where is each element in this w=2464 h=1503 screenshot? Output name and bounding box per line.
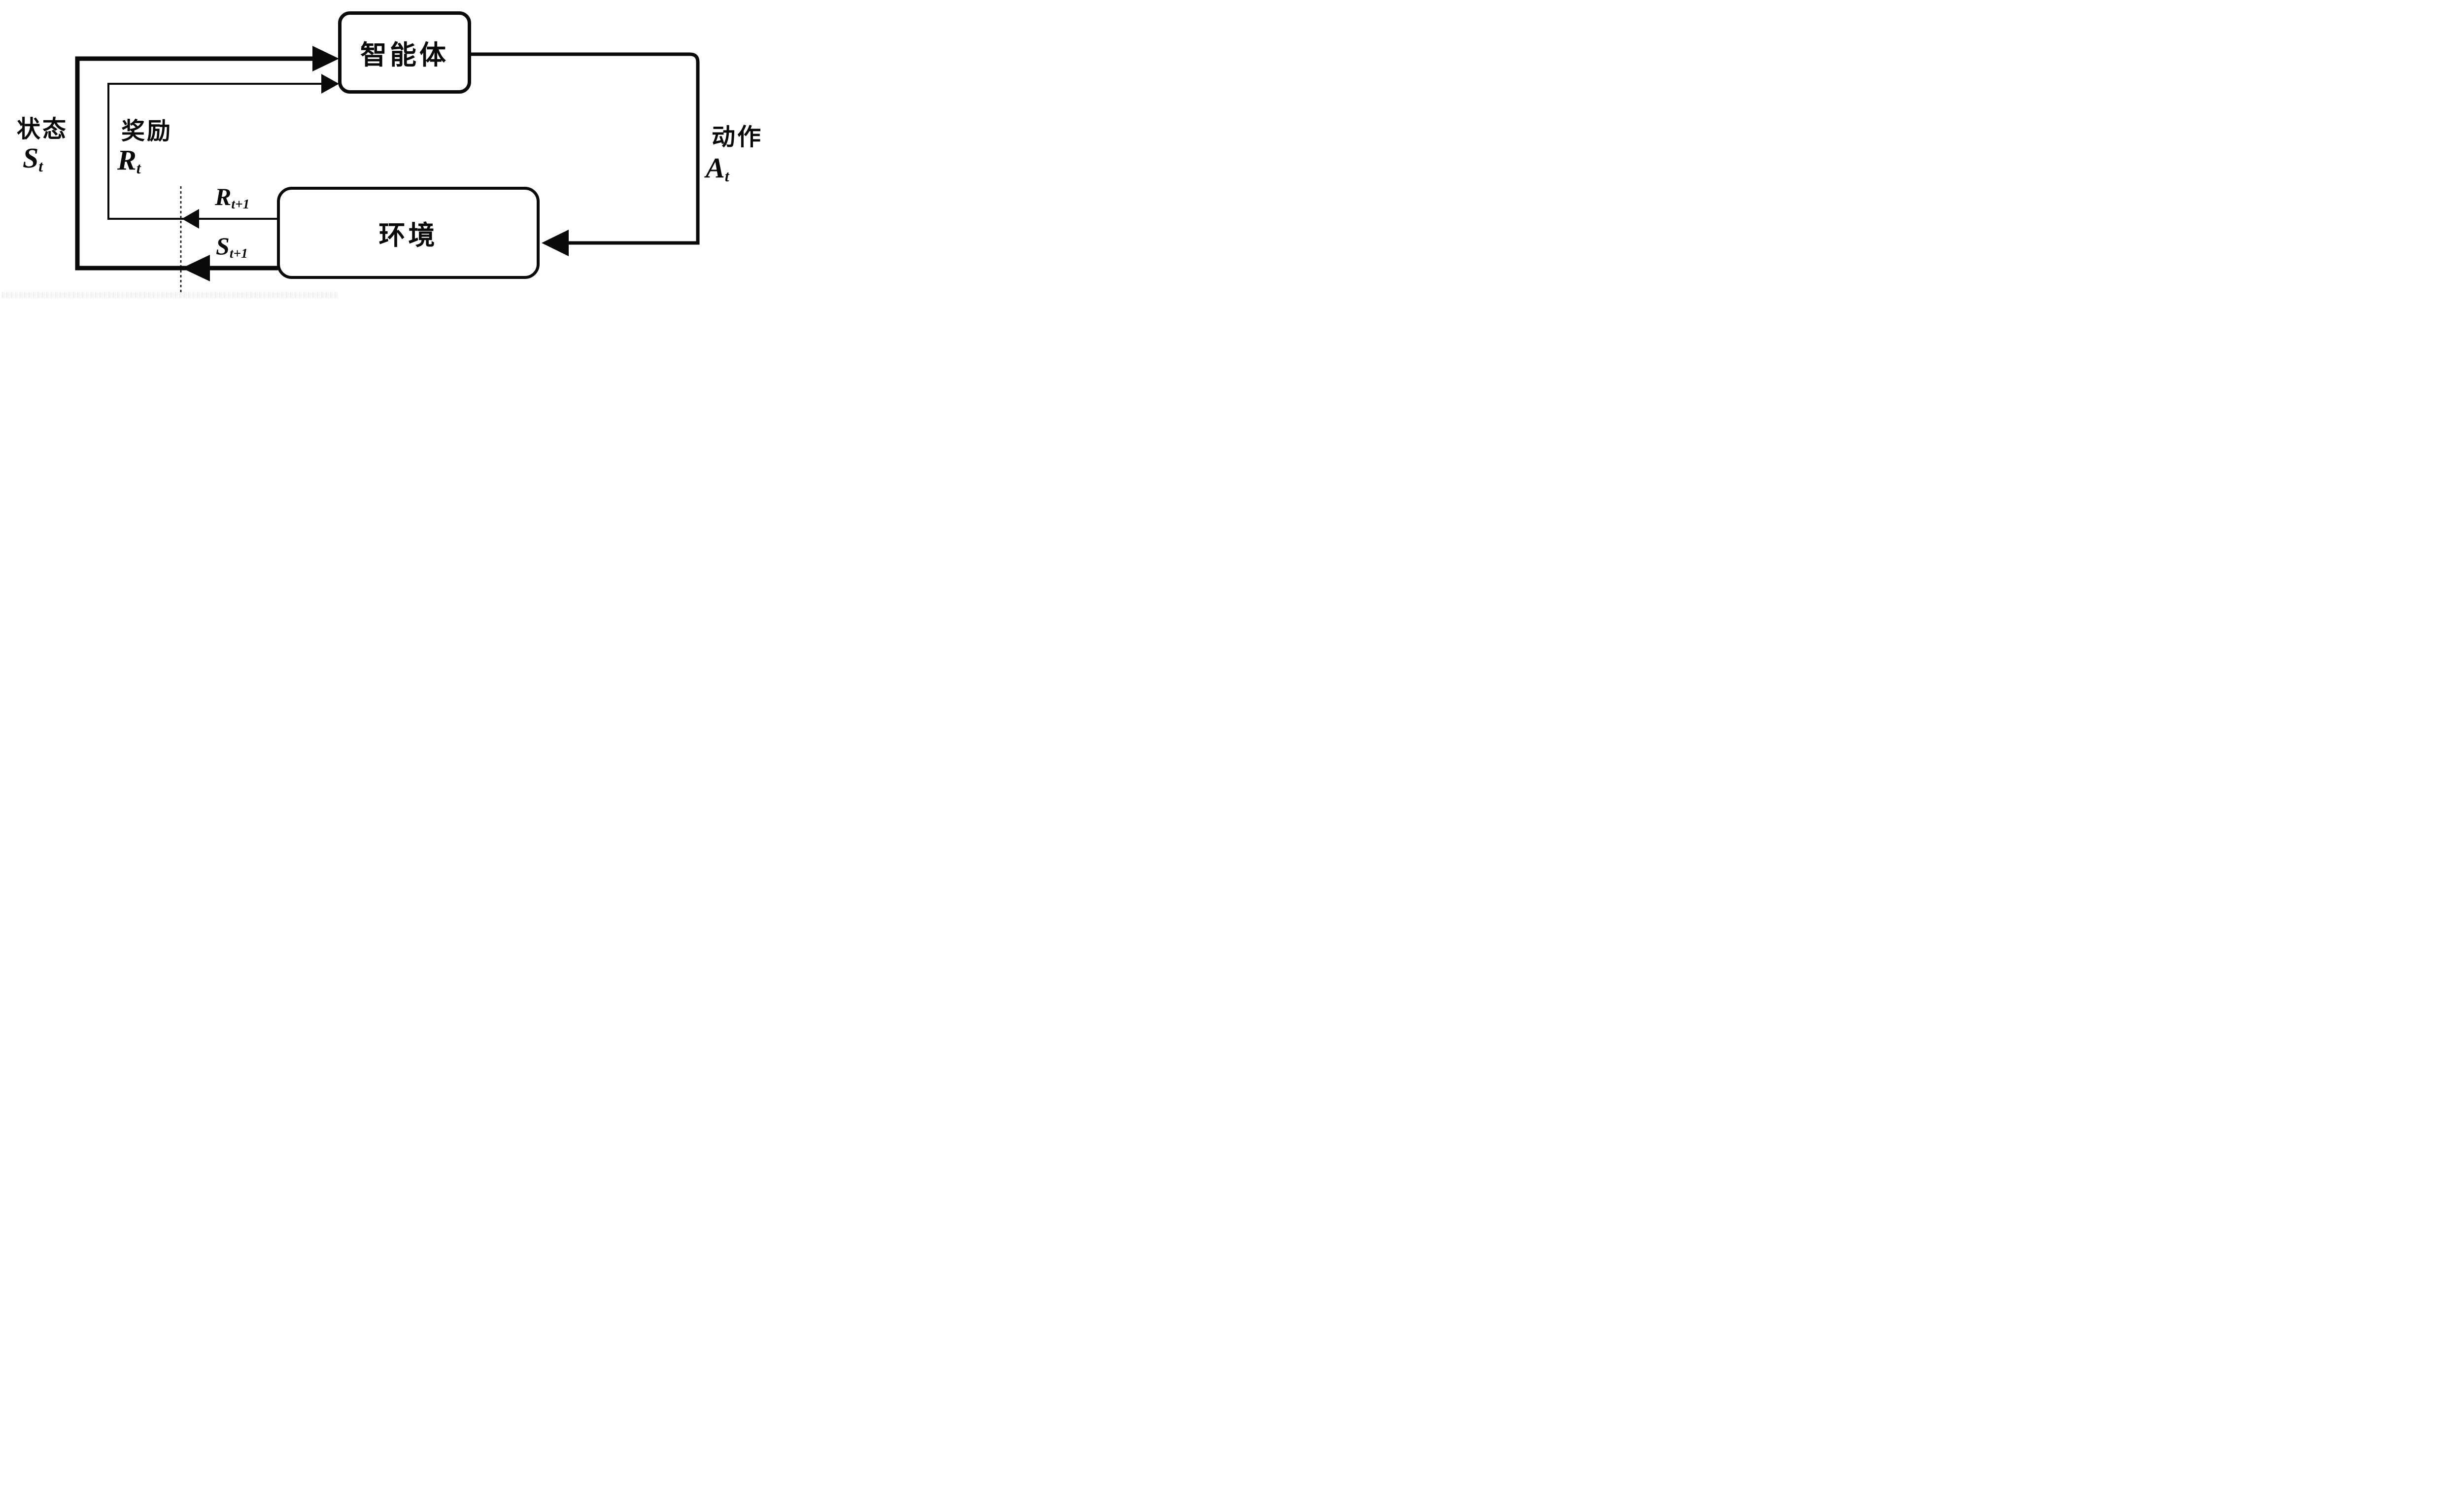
state-symbol: St — [23, 142, 43, 175]
reward-symbol-subscript: t — [136, 159, 141, 177]
action-symbol-subscript: t — [724, 167, 729, 185]
environment-box: 环境 — [277, 187, 540, 279]
next-reward-symbol-subscript: t+1 — [231, 196, 250, 211]
reward-symbol: Rt — [117, 144, 141, 177]
agent-box: 智能体 — [338, 11, 471, 94]
next-state-symbol: St+1 — [216, 232, 248, 261]
reward-into-agent-arrowhead-icon — [321, 74, 339, 94]
reward-symbol-letter: R — [117, 144, 137, 176]
next-reward-symbol: Rt+1 — [215, 183, 250, 211]
rl-loop-diagram: 智能体 环境 状态 St 奖励 Rt 动作 At Rt+1 St+1 — [0, 0, 788, 301]
scan-artifact-strip — [2, 292, 339, 298]
action-line — [469, 52, 700, 245]
state-feedback-line — [75, 56, 315, 271]
action-label: 动作 — [712, 124, 763, 150]
next-state-symbol-letter: S — [216, 232, 230, 260]
state-into-agent-arrowhead-icon — [312, 46, 339, 71]
state-symbol-subscript: t — [38, 157, 43, 175]
next-state-symbol-subscript: t+1 — [229, 245, 248, 261]
reward-label: 奖励 — [121, 118, 173, 144]
agent-box-label: 智能体 — [360, 40, 449, 70]
action-into-env-arrowhead-icon — [542, 230, 569, 256]
environment-box-label: 环境 — [378, 221, 438, 250]
diagram-lines — [75, 46, 700, 294]
next-reward-symbol-letter: R — [215, 183, 232, 210]
state-symbol-letter: S — [23, 142, 39, 174]
state-label: 状态 — [17, 116, 68, 142]
next-reward-arrowhead-icon — [182, 209, 199, 229]
next-state-arrowhead-icon — [182, 255, 210, 281]
action-symbol: At — [706, 152, 729, 185]
action-symbol-letter: A — [706, 152, 725, 184]
